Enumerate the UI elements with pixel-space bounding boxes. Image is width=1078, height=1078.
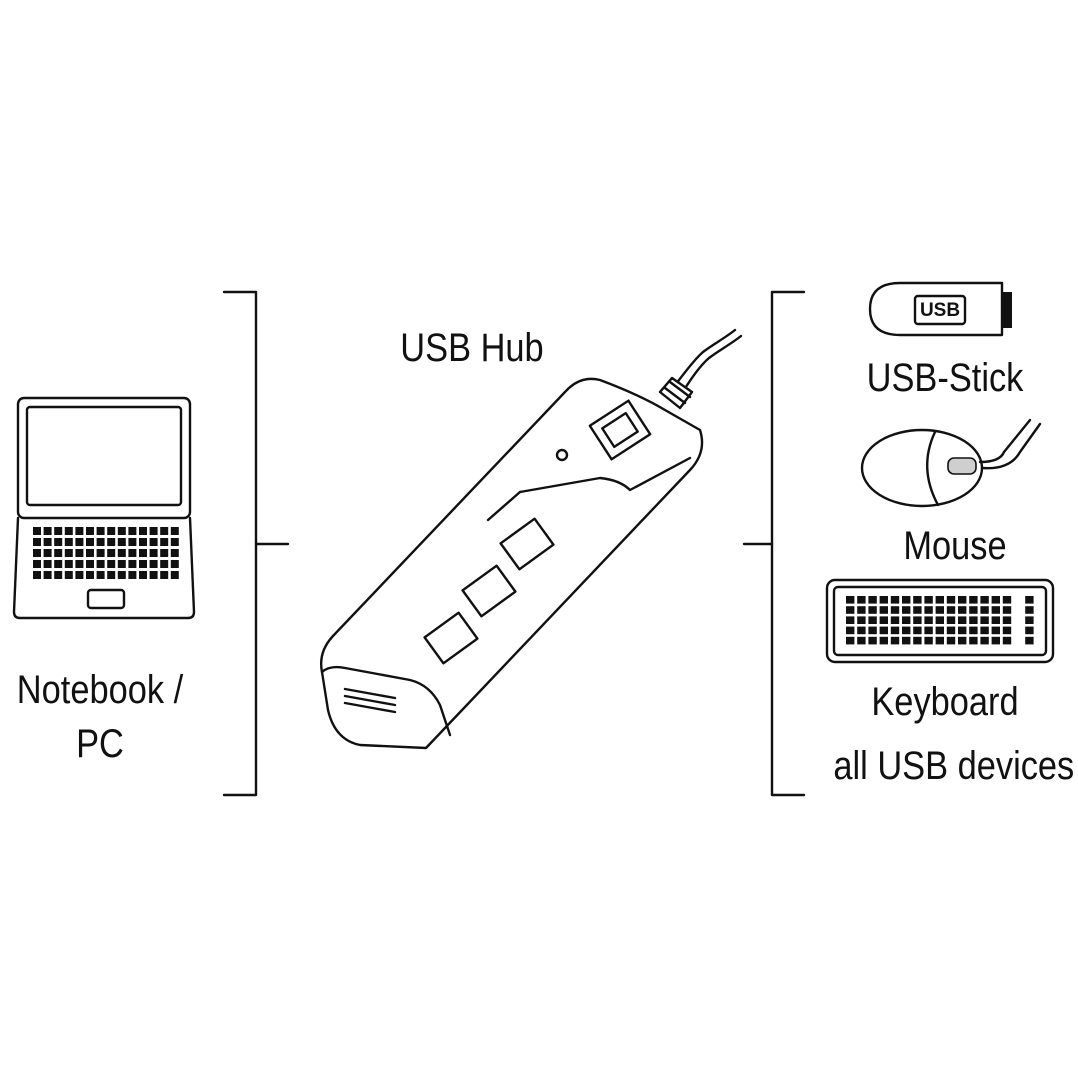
usb-stick-label: USB-Stick [866,356,1024,400]
notebook-label-line2: PC [76,722,124,766]
left-bracket [222,290,290,797]
usb-hub-icon [319,328,743,750]
right-bracket [742,290,806,797]
laptop-icon [12,396,196,620]
keyboard-icon [825,578,1055,664]
hub-vent [343,687,397,714]
laptop-keyboard [33,527,179,579]
mouse-icon [860,418,1042,508]
keyboard-label: Keyboard [871,680,1019,724]
notebook-label: Notebook / PC [14,670,186,764]
usb-stick-icon [868,281,1012,337]
usb-stick-print: USB [919,300,961,321]
all-usb-devices-label: all USB devices [833,744,1075,788]
keyboard-keys [846,596,1034,645]
notebook-label-line1: Notebook / [16,668,184,712]
usb-hub-label: USB Hub [400,326,544,370]
mouse-label: Mouse [903,524,1007,568]
